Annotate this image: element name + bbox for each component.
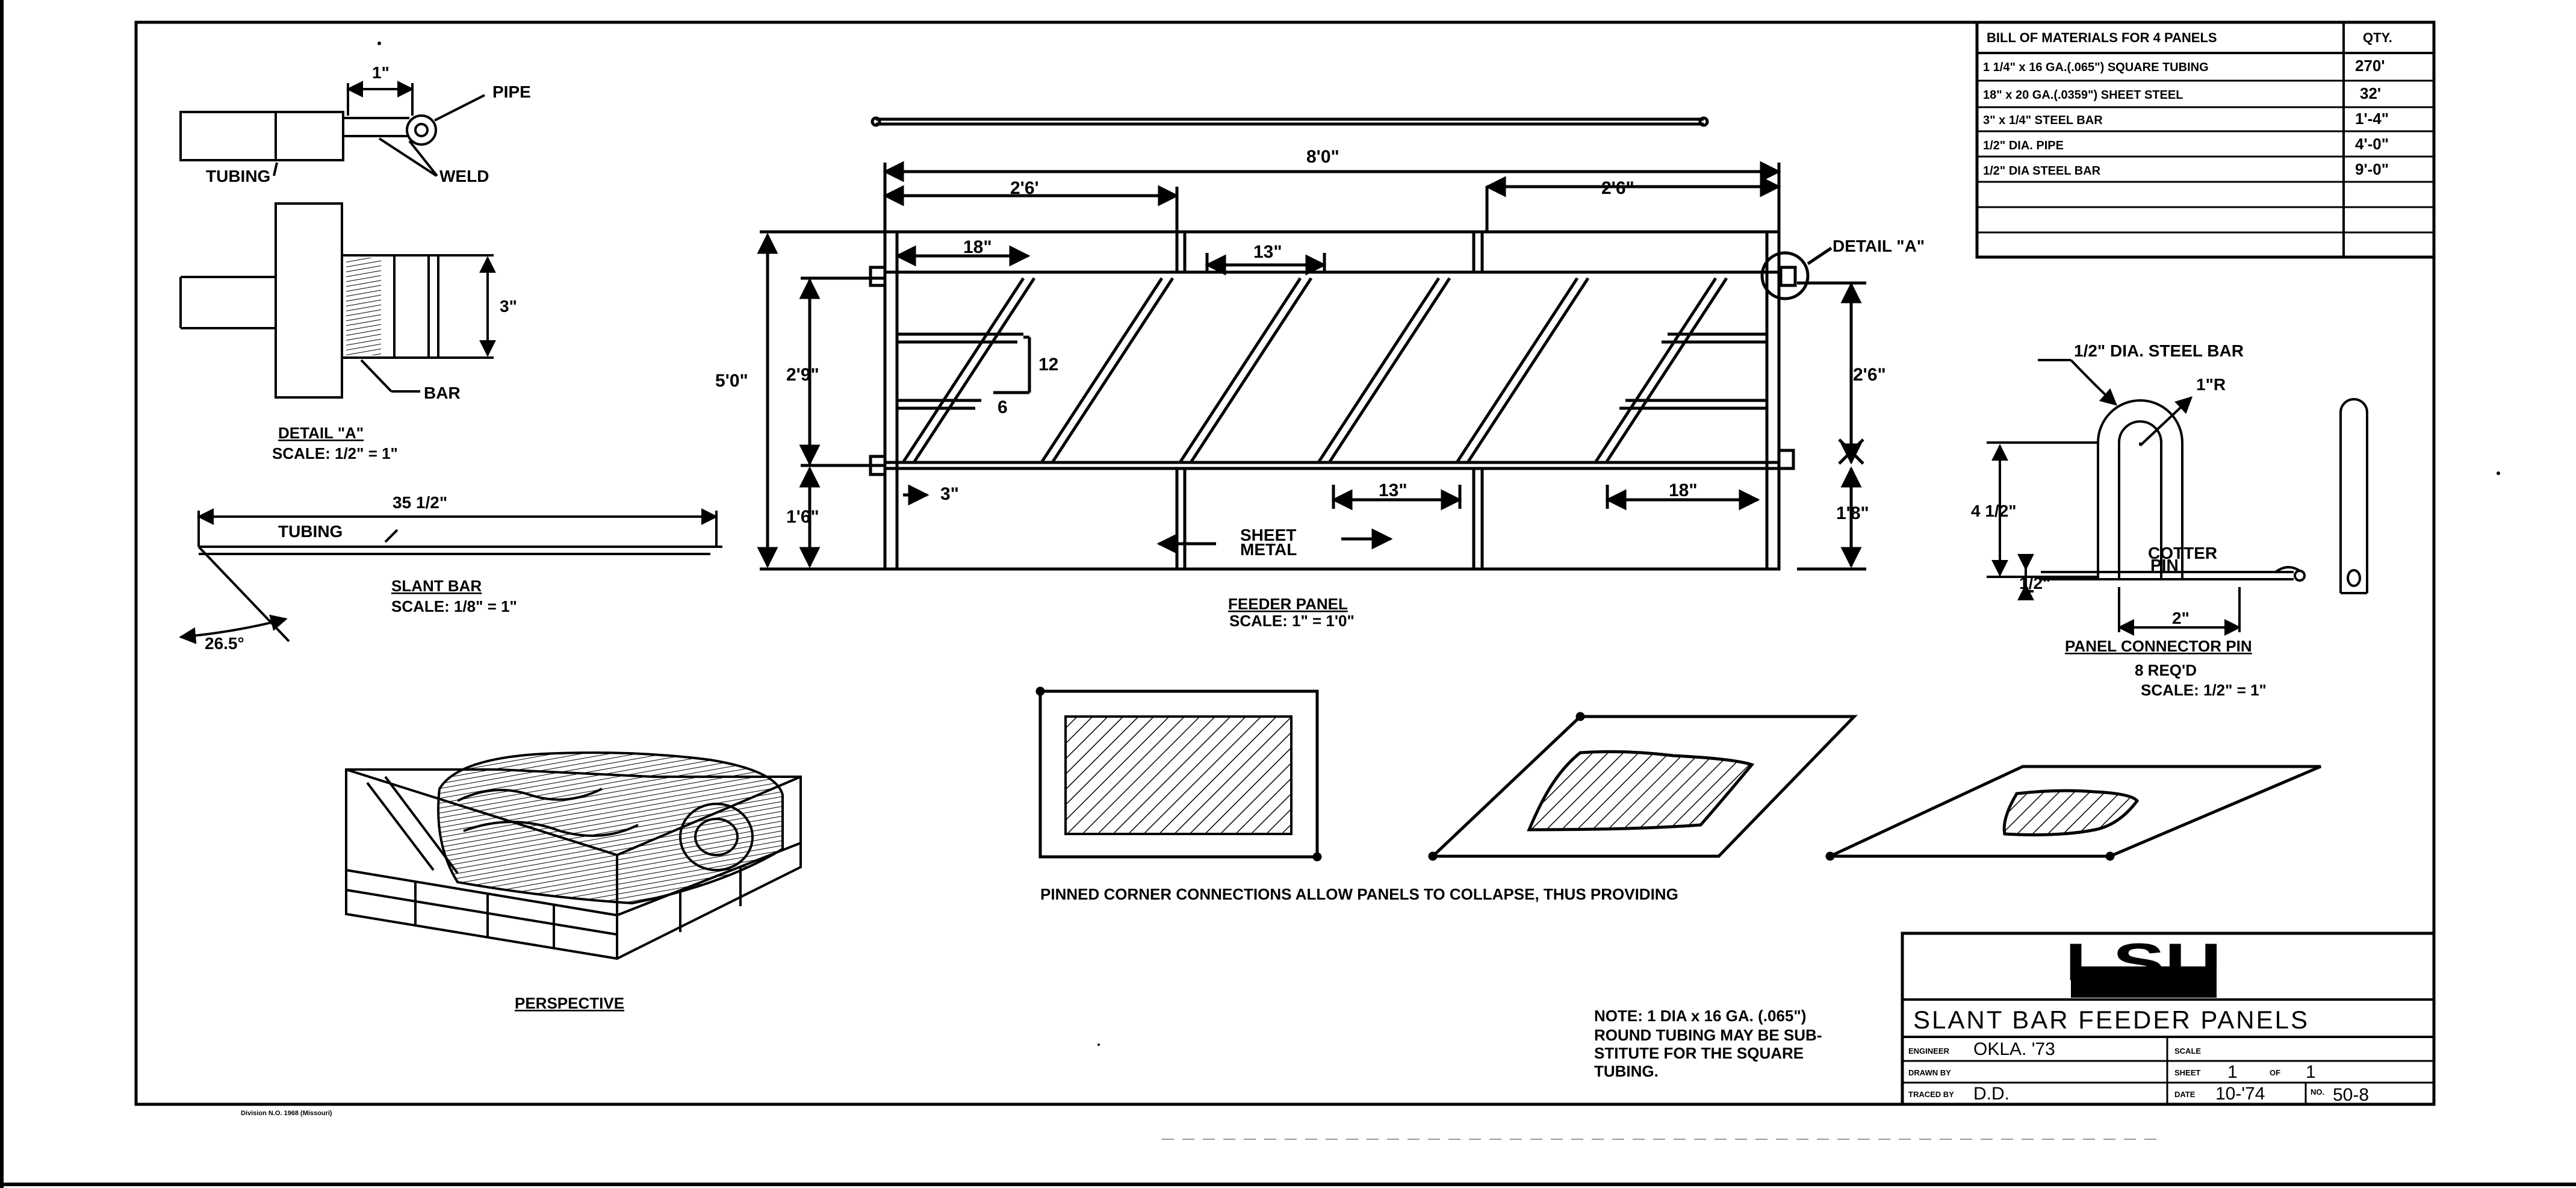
bom-qty: 32' <box>2360 84 2381 102</box>
slant-bar-scale: SCALE: 1/8" = 1" <box>391 597 517 615</box>
perspective-drawing <box>345 751 802 960</box>
bom-qty: 4'-0" <box>2355 135 2389 153</box>
connector-pin-drawing <box>1987 359 2368 636</box>
traced-by-label: TRACED BY <box>1908 1090 1954 1099</box>
feeder-panel-dim-13-top: 13" <box>1253 242 1282 262</box>
slant-bar-length-dim: 35 1/2" <box>393 493 447 512</box>
bom-item: 1/2" DIA. PIPE <box>1983 139 2064 152</box>
feeder-panel-right-upper-height: 2'6" <box>1853 365 1886 385</box>
detail-a-scale: SCALE: 1/2" = 1" <box>272 444 398 462</box>
traced-by-value: D.D. <box>1973 1084 2010 1104</box>
feeder-panel-right-width: 2'6" <box>1601 178 1634 198</box>
slant-bar-title: SLANT BAR <box>391 577 482 595</box>
note-line: ROUND TUBING MAY BE SUB- <box>1594 1026 1822 1044</box>
feeder-panel-dim-13-bottom: 13" <box>1379 480 1407 500</box>
logo-tagline: Research & Extension <box>2076 989 2208 997</box>
engineer-label: ENGINEER <box>1908 1046 1950 1056</box>
feeder-panel-scale: SCALE: 1" = 1'0" <box>1229 612 1355 630</box>
perspective-title: PERSPECTIVE <box>515 994 624 1012</box>
bom-qty: 1'-4" <box>2355 110 2389 128</box>
feeder-panel-slope-run: 6 <box>998 397 1008 417</box>
feeder-panel-drawing <box>757 116 1866 571</box>
feeder-panel-lower-height: 1'6" <box>786 507 819 527</box>
feeder-panel-slope-rise: 12 <box>1038 355 1058 375</box>
connector-pin-radius: 1"R <box>2196 375 2226 394</box>
feeder-panel-title: FEEDER PANEL <box>1228 595 1348 613</box>
scale-label: SCALE <box>2174 1046 2201 1056</box>
feeder-panel-dim-18-top: 18" <box>963 237 992 257</box>
feeder-panel-left-width: 2'6' <box>1010 178 1039 198</box>
detail-a-weld-label: WELD <box>439 167 489 185</box>
substitution-note: NOTE: 1 DIA x 16 GA. (.065") ROUND TUBIN… <box>1594 1007 1822 1080</box>
scan-artifacts <box>377 42 2500 1140</box>
bill-of-materials-table: BILL OF MATERIALS FOR 4 PANELS QTY. 1 1/… <box>1975 20 2436 259</box>
footer-attribution: Division N.O. 1968 (Missouri) <box>241 1110 332 1117</box>
drawing-border <box>134 20 2436 1106</box>
logo-subtext: AgCenter <box>2075 964 2213 994</box>
detail-a-title: DETAIL "A" <box>278 424 364 442</box>
drawing-number-label: NO. <box>2311 1087 2324 1096</box>
sheet-value: 1 <box>2227 1062 2238 1082</box>
connector-pin-cotter-label: COTTER <box>2148 544 2217 562</box>
feeder-panel-total-height: 5'0" <box>715 371 748 391</box>
date-label: DATE <box>2174 1090 2196 1099</box>
bom-item: 1 1/4" x 16 GA.(.065") SQUARE TUBING <box>1983 61 2209 74</box>
engineer-value: OKLA. '73 <box>1973 1039 2055 1059</box>
connector-pin-height-dim: 4 1/2" <box>1971 502 2017 520</box>
detail-a-tubing-label: TUBING <box>206 167 270 185</box>
bom-qty-header: QTY. <box>2363 30 2392 45</box>
of-value: 1 <box>2306 1062 2316 1082</box>
detail-a-1in-dim: 1" <box>372 63 390 82</box>
bom-item: 3" x 1/4" STEEL BAR <box>1983 114 2103 127</box>
drawn-by-label: DRAWN BY <box>1908 1068 1951 1077</box>
feeder-panel-sheet-metal-label: SHEET <box>1240 526 1296 544</box>
connector-pin-bar-label: 1/2" DIA. STEEL BAR <box>2074 341 2244 360</box>
connector-pin-required: 8 REQ'D <box>2135 661 2197 679</box>
drawing-title: SLANT BAR FEEDER PANELS <box>1913 1006 2309 1034</box>
detail-a-bar-label: BAR <box>424 384 461 402</box>
detail-a-pipe-label: PIPE <box>492 82 531 101</box>
slant-bar-drawing <box>179 508 722 644</box>
feeder-panel-dim-3-bottom: 3" <box>940 484 959 504</box>
drawing-number-value: 50-8 <box>2333 1085 2369 1105</box>
detail-a-drawing <box>179 81 496 399</box>
collapse-sequence-drawing <box>1035 686 2321 862</box>
detail-a-3in-dim: 3" <box>500 297 517 316</box>
lsu-agcenter-logo: LSU AgCenter Research & Extension <box>2065 932 2221 998</box>
bom-qty: 9'-0" <box>2355 160 2389 178</box>
slant-bar-tubing-label: TUBING <box>278 522 343 541</box>
collapse-caption: PINNED CORNER CONNECTIONS ALLOW PANELS T… <box>1040 885 1678 903</box>
note-line: TUBING. <box>1594 1062 1659 1080</box>
feeder-panel-dim-18-bottom: 18" <box>1669 480 1698 500</box>
bom-item: 18" x 20 GA.(.0359") SHEET STEEL <box>1983 89 2183 102</box>
bom-header: BILL OF MATERIALS FOR 4 PANELS <box>1987 30 2217 45</box>
connector-pin-cotter-label: PIN <box>2150 556 2179 574</box>
note-line: STITUTE FOR THE SQUARE <box>1594 1044 1804 1062</box>
note-line: NOTE: 1 DIA x 16 GA. (.065") <box>1594 1007 1806 1025</box>
connector-pin-scale: SCALE: 1/2" = 1" <box>2141 681 2267 699</box>
title-block: SLANT BAR FEEDER PANELS ENGINEER OKLA. '… <box>1901 931 2436 1106</box>
sheet-label: SHEET <box>2174 1068 2200 1077</box>
feeder-panel-detail-callout: DETAIL "A" <box>1833 237 1925 255</box>
connector-pin-title: PANEL CONNECTOR PIN <box>2065 637 2252 655</box>
feeder-panel-right-lower-height: 1'8" <box>1836 503 1869 523</box>
date-value: 10-'74 <box>2215 1084 2265 1104</box>
feeder-panel-upper-height: 2'9" <box>786 365 819 385</box>
bom-item: 1/2" DIA STEEL BAR <box>1983 164 2101 178</box>
connector-pin-half-dim: 1/2" <box>2019 574 2050 592</box>
connector-pin-width-dim: 2" <box>2172 609 2190 627</box>
bom-qty: 270' <box>2355 57 2385 75</box>
of-label: OF <box>2270 1068 2280 1077</box>
feeder-panel-sheet-metal-label: METAL <box>1240 540 1297 559</box>
feeder-panel-overall-width: 8'0" <box>1306 147 1339 167</box>
slant-bar-angle: 26.5° <box>205 634 244 653</box>
